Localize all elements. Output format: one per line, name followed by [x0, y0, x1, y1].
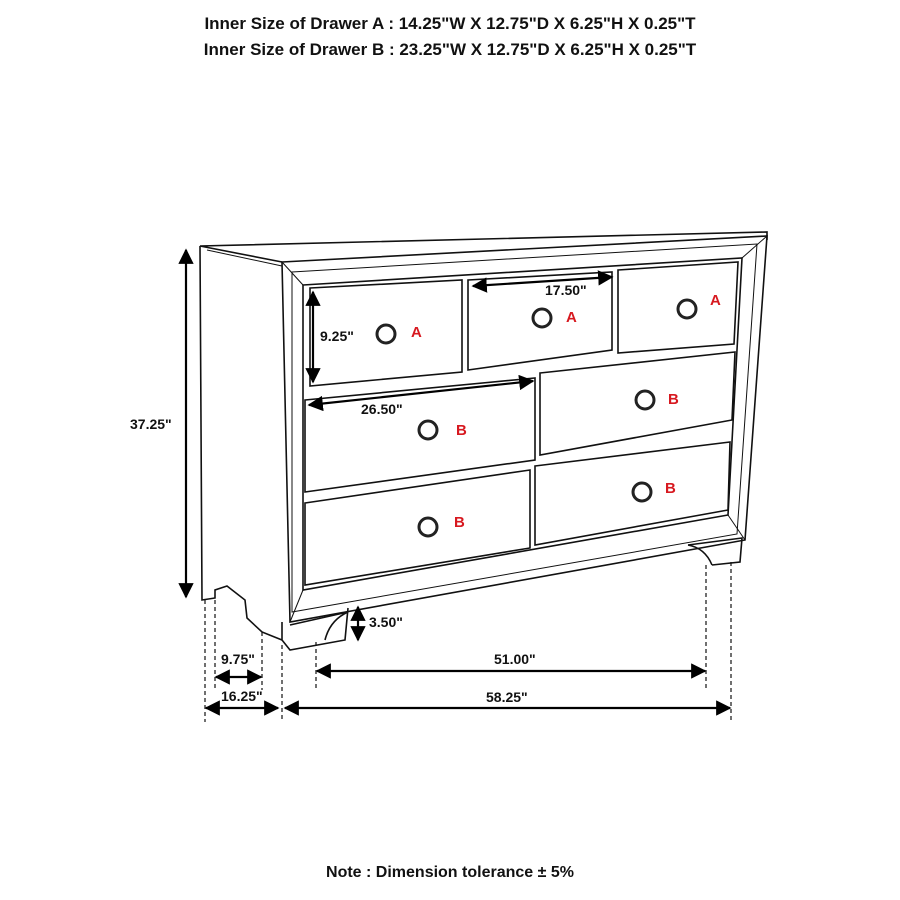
- handle-icon: [631, 481, 653, 503]
- drawing-line: [289, 589, 304, 623]
- handle-icon: [375, 323, 397, 345]
- drawer-label-b: B: [665, 480, 676, 497]
- drawer-label-a: A: [566, 309, 577, 326]
- handle-icon: [531, 307, 553, 329]
- handle-icon: [676, 298, 698, 320]
- handle-icon: [417, 419, 439, 441]
- wide-drawer-width-arrow: [307, 374, 535, 412]
- drawer-a3: [617, 261, 739, 354]
- drawing-line: [206, 249, 283, 267]
- drawer-height-label: 9.25": [320, 328, 354, 344]
- drawing-line: [302, 257, 743, 591]
- depth-label: 16.25": [221, 688, 263, 704]
- drawer-b2: [539, 351, 736, 456]
- handle-icon: [634, 389, 656, 411]
- drawer-a2: [467, 271, 613, 371]
- drawer-b3: [304, 469, 531, 586]
- drawing-line: [281, 235, 768, 623]
- drawer-label-a: A: [411, 324, 422, 341]
- dresser-body: [199, 231, 768, 651]
- drawing-line: [291, 243, 758, 613]
- drawing-line: [281, 261, 304, 286]
- leg-depth-label: 9.75": [221, 651, 255, 667]
- inner-leg-width-label: 51.00": [494, 651, 536, 667]
- tolerance-note: Note : Dimension tolerance ± 5%: [326, 864, 574, 881]
- top-drawer-width-arrow: [471, 270, 614, 293]
- width-label: 58.25": [486, 689, 528, 705]
- drawer-label-b: B: [668, 391, 679, 408]
- drawer-label-a: A: [710, 292, 721, 309]
- drawer-a-size: Inner Size of Drawer A : 14.25"W X 12.75…: [204, 14, 696, 33]
- drawing-line: [199, 245, 283, 641]
- drawer-b4: [534, 441, 731, 546]
- drawing-line: [199, 231, 768, 263]
- handle-icon: [417, 516, 439, 538]
- drawing-line: [741, 235, 768, 259]
- drawer-b-size: Inner Size of Drawer B : 23.25"W X 12.75…: [203, 40, 697, 59]
- ring-pull-handles: [375, 298, 698, 538]
- drawer-label-b: B: [456, 422, 467, 439]
- drawing-line: [727, 514, 746, 541]
- drawing-line: [687, 537, 743, 566]
- leg-height-label: 3.50": [369, 614, 403, 630]
- top-drawer-width-label: 17.50": [545, 282, 587, 298]
- drawers: [304, 261, 739, 586]
- drawer-label-b: B: [454, 514, 465, 531]
- drawing-line: [281, 607, 349, 651]
- height-label: 37.25": [130, 416, 172, 432]
- wide-drawer-width-label: 26.50": [361, 401, 403, 417]
